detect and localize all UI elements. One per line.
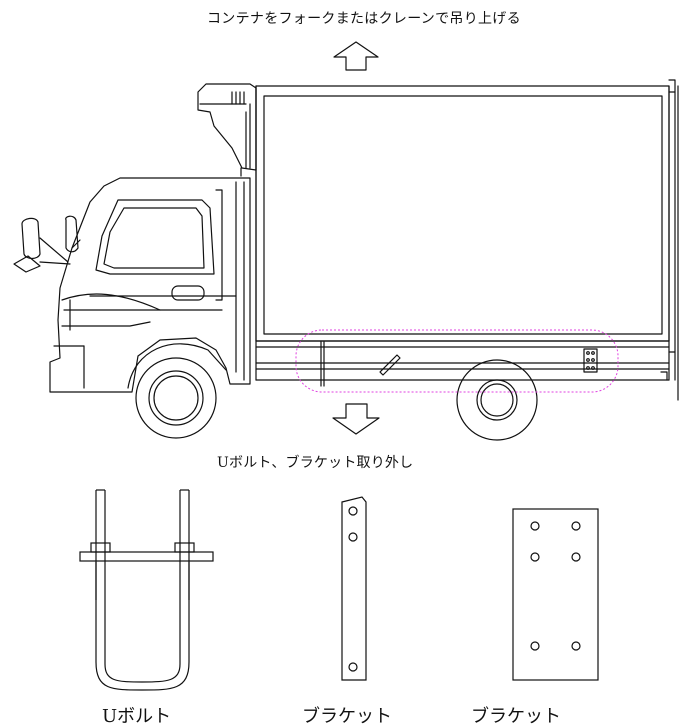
rear-wheel — [456, 359, 538, 441]
bracket-plate-on-frame — [583, 348, 598, 373]
lift-caption: コンテナをフォークまたはクレーンで吊り上げる — [207, 11, 521, 27]
bracket-strip-detail — [341, 496, 367, 681]
refrigeration-unit — [197, 83, 257, 177]
u-bolt-label: Uボルト — [102, 706, 172, 727]
bracket-plate-label: ブラケット — [471, 706, 561, 727]
bracket-strip-on-frame — [379, 354, 401, 376]
u-bolt-detail — [79, 489, 214, 691]
arrow-down-icon — [332, 403, 380, 435]
truck-cab — [49, 177, 251, 393]
removal-highlight — [295, 329, 619, 393]
container-box — [255, 79, 679, 401]
front-wheel — [127, 343, 227, 439]
bracket-plate-detail — [512, 508, 599, 681]
bracket-strip-label: ブラケット — [302, 706, 392, 727]
side-mirrors — [13, 215, 79, 273]
remove-caption: Uボルト、ブラケット取り外し — [217, 455, 414, 471]
arrow-up-icon — [333, 41, 379, 71]
